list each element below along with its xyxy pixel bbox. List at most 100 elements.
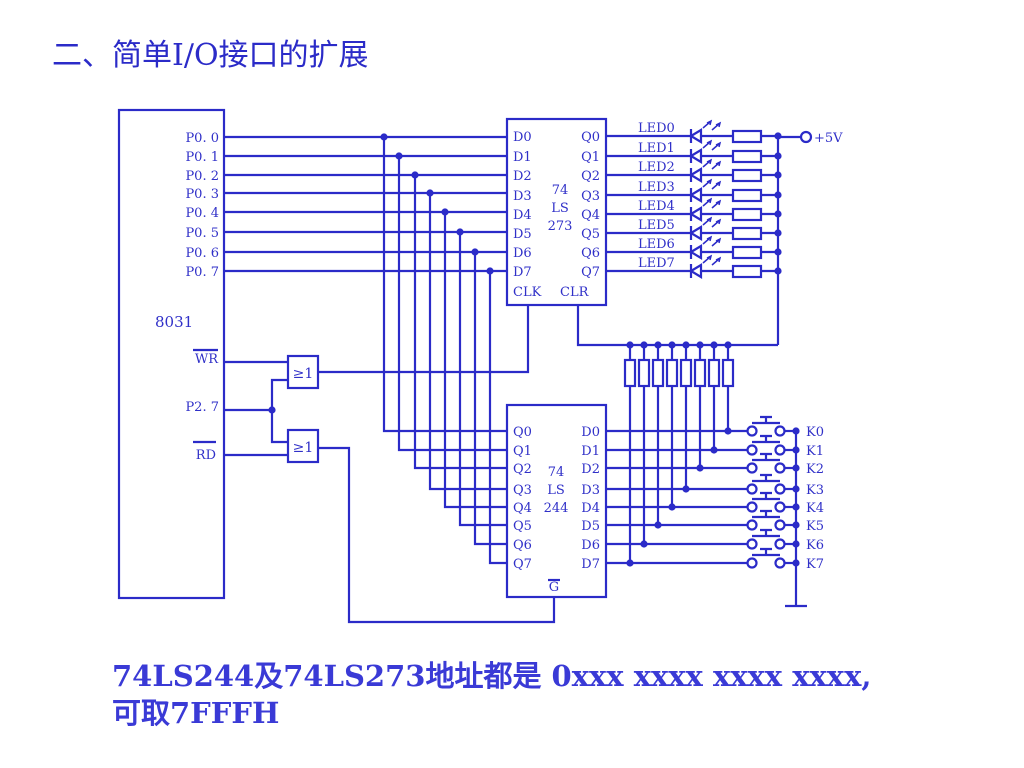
junction-dot [724, 427, 732, 435]
junction-dot [774, 152, 782, 160]
junction-dot [792, 559, 800, 567]
key-label: K1 [806, 444, 824, 459]
led-light-arrows [702, 235, 722, 247]
junction-dot [710, 446, 718, 454]
buffer-d-label: D2 [581, 462, 600, 477]
junction-dot [395, 152, 403, 160]
address-value-note: 可取7FFFH [112, 696, 280, 730]
pullup-resistor [651, 358, 665, 388]
bus-tap-wire [458, 232, 507, 527]
key-contact-right [774, 538, 786, 550]
junction-dot [268, 406, 276, 414]
junction-dot [471, 248, 479, 256]
led-light-arrows [702, 139, 722, 151]
key-label: K4 [806, 501, 824, 516]
led-light-arrows [702, 178, 722, 190]
junction-dot [426, 189, 434, 197]
key-switch [752, 415, 780, 425]
led-diode [688, 148, 703, 164]
pullup-resistor [637, 358, 651, 388]
led-resistor [731, 188, 763, 203]
p0-pin-label: P0. 3 [185, 187, 219, 202]
key-label: K5 [806, 519, 824, 534]
latch-74ls273 [505, 117, 608, 307]
pullup-resistor [679, 358, 693, 388]
key-contact-left [746, 462, 758, 474]
key-switch [752, 547, 780, 557]
junction-dot [626, 341, 634, 349]
bus-tap-wire [428, 193, 507, 491]
buffer-q-label: Q2 [513, 462, 532, 477]
junction-dot [654, 521, 662, 529]
latch-q-label: Q2 [581, 169, 600, 184]
latch-d-label: D1 [513, 150, 532, 165]
buffer-d-label: D1 [581, 444, 600, 459]
p0-pin-label: P0. 1 [185, 150, 219, 165]
buffer-d-label: D7 [581, 557, 600, 572]
junction-dot [792, 485, 800, 493]
buffer-name: 74 [548, 465, 565, 480]
latch-q-label: Q4 [581, 208, 600, 223]
key-contact-left [746, 538, 758, 550]
junction-dot [774, 229, 782, 237]
latch-d-label: D0 [513, 130, 532, 145]
key-switch [752, 491, 780, 501]
latch-name: LS [551, 201, 569, 216]
led-label: LED7 [638, 256, 675, 271]
latch-d-label: D6 [513, 246, 532, 261]
junction-dot [668, 503, 676, 511]
led-label: LED5 [638, 218, 675, 233]
led-light-arrows [702, 119, 722, 131]
latch-d-label: D7 [513, 265, 532, 280]
led-label: LED3 [638, 180, 675, 195]
latch-clk-label: CLK [513, 285, 542, 300]
junction-dot [774, 171, 782, 179]
bus-tap-wire [473, 252, 507, 546]
p0-pin-label: P0. 5 [185, 226, 219, 241]
key-contact-right [774, 501, 786, 513]
led-light-arrows [702, 216, 722, 228]
junction-dot [792, 427, 800, 435]
address-note: 74LS244及74LS273地址都是 0xxx xxxx xxxx xxxx, [112, 659, 872, 693]
key-contact-left [746, 483, 758, 495]
latch-name: 273 [548, 219, 573, 234]
led-resistor [731, 245, 763, 260]
junction-dot [486, 267, 494, 275]
key-contact-right [774, 444, 786, 456]
latch-q-label: Q1 [581, 150, 600, 165]
buffer-q-label: Q4 [513, 501, 532, 516]
latch-name: 74 [552, 183, 569, 198]
slide-title: 二、简单I/O接口的扩展 [52, 38, 369, 73]
junction-dot [456, 228, 464, 236]
buffer-q-label: Q3 [513, 483, 532, 498]
chip-8031-label: 8031 [155, 313, 193, 331]
led-resistor [731, 149, 763, 164]
junction-dot [654, 341, 662, 349]
junction-dot [696, 341, 704, 349]
bus-tap-wire [488, 271, 507, 565]
junction-dot [696, 464, 704, 472]
or-gate-rd [286, 428, 320, 464]
junction-dot [724, 341, 732, 349]
junction-dot [792, 540, 800, 548]
key-label: K7 [806, 557, 824, 572]
pullup-resistor [623, 358, 637, 388]
junction-dot [774, 191, 782, 199]
junction-dot [792, 464, 800, 472]
pullup-resistor [707, 358, 721, 388]
buffer-q-label: Q5 [513, 519, 532, 534]
or-gate-wr [286, 354, 320, 390]
pullup-resistor [693, 358, 707, 388]
latch-q-label: Q3 [581, 189, 600, 204]
junction-dot [441, 208, 449, 216]
key-contact-left [746, 425, 758, 437]
key-switch [752, 452, 780, 462]
key-label: K6 [806, 538, 824, 553]
led-label: LED6 [638, 237, 675, 252]
latch-d-label: D4 [513, 208, 532, 223]
key-switch [752, 473, 780, 483]
key-contact-right [774, 462, 786, 474]
p0-pin-label: P0. 6 [185, 246, 219, 261]
led-light-arrows [702, 254, 722, 266]
buffer-d-label: D3 [581, 483, 600, 498]
